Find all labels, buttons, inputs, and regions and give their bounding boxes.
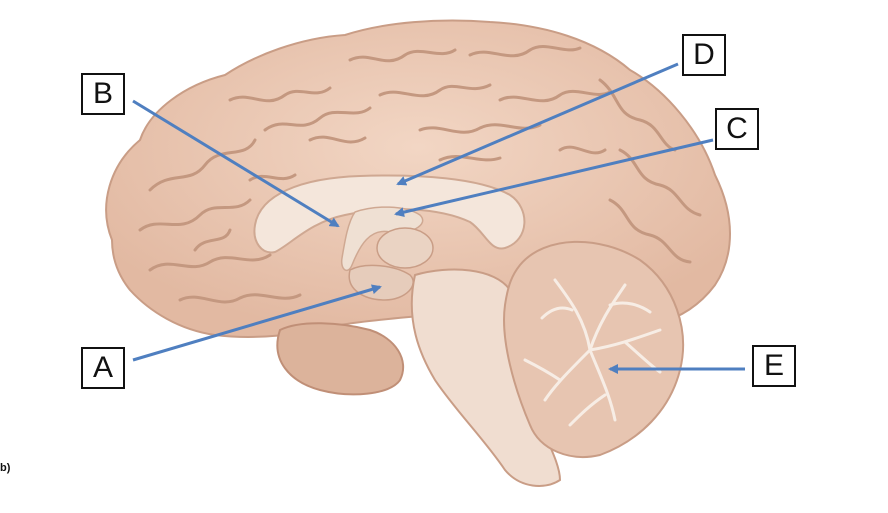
label-d: D: [682, 34, 726, 76]
arrow-a: [132, 284, 382, 362]
pointer-arrows: [132, 62, 745, 374]
arrow-c: [394, 138, 714, 218]
figure-part-tag: b): [0, 462, 11, 474]
label-b: B: [81, 73, 125, 115]
arrow-b: [132, 99, 340, 228]
arrow-d: [396, 62, 679, 186]
corpus-callosum: [253, 174, 526, 254]
label-a: A: [81, 347, 125, 389]
label-e: E: [752, 345, 796, 387]
thalamus: [376, 227, 434, 269]
label-c: C: [715, 108, 759, 150]
temporal-lobe: [276, 322, 405, 396]
